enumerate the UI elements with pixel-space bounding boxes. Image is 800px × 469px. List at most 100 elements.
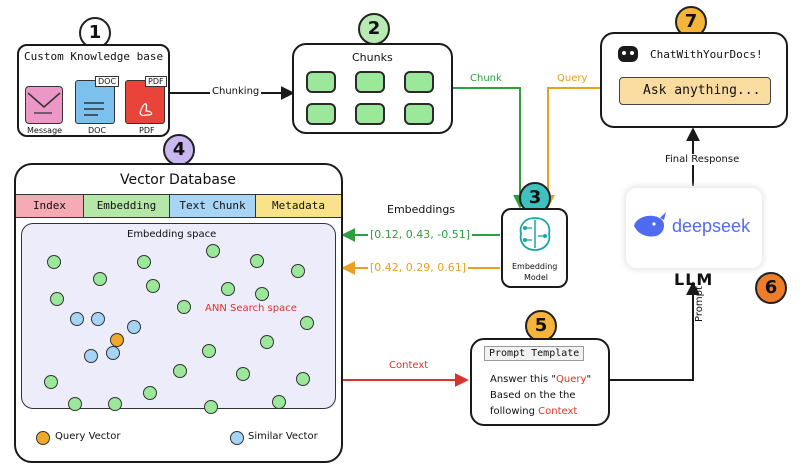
prompt-context-word: Context	[538, 406, 578, 417]
vector-dot	[137, 255, 151, 269]
embedding-space: Embedding space	[21, 223, 336, 409]
doc-icon	[75, 80, 115, 124]
prompt-template-line1: Answer this "Query"	[490, 374, 591, 385]
prompt-template-title: Prompt Template	[484, 346, 585, 361]
vector-dot	[47, 255, 61, 269]
prompt-template-panel: Prompt Template Answer this "Query" Base…	[470, 338, 610, 426]
vector-dot	[177, 300, 191, 314]
chunk-item	[306, 103, 336, 125]
doc-label: DOC	[88, 126, 107, 135]
vector-dot	[300, 316, 314, 330]
tab-text-chunk: Text Chunk	[170, 195, 256, 217]
step-4-badge: 4	[163, 134, 195, 166]
similar-vector-dot	[106, 346, 120, 360]
embedding-space-title: Embedding space	[127, 229, 217, 240]
legend-similar-label: Similar Vector	[248, 431, 318, 442]
embedding-model-label-line1: Embedding	[512, 262, 558, 271]
chunk-item	[355, 71, 385, 93]
vector-dot	[250, 254, 264, 268]
similar-vector-dot	[91, 312, 105, 326]
prompt-query-word: Query	[556, 374, 587, 385]
ann-search-label: ANN Search space	[205, 303, 297, 314]
prompt-line1-pre: Answer this "	[490, 374, 557, 385]
vector-dot	[296, 372, 310, 386]
message-label: Message	[27, 126, 63, 135]
vector-dot	[108, 397, 122, 411]
chat-panel: ChatWithYourDocs! Ask anything...	[600, 32, 788, 128]
pdf-badge: PDF	[145, 76, 167, 87]
chunk-item	[404, 103, 434, 125]
legend-query-label: Query Vector	[55, 431, 121, 442]
vector-dot	[260, 335, 274, 349]
vector-dot	[221, 282, 235, 296]
step-6-badge: 6	[755, 272, 787, 304]
llm-card: deepseek	[626, 188, 762, 268]
vector-dot	[93, 272, 107, 286]
db-tabs: Index Embedding Text Chunk Metadata	[16, 194, 341, 218]
knowledge-base-title: Custom Knowledge base	[24, 50, 164, 63]
vector-dot	[206, 244, 220, 258]
vector-dot	[146, 279, 160, 293]
brain-circuit-icon	[516, 216, 554, 252]
step-5-badge: 5	[525, 310, 557, 342]
prompt-line1-post: "	[586, 374, 592, 385]
doc-badge: DOC	[95, 76, 120, 87]
ask-input[interactable]: Ask anything...	[619, 77, 771, 105]
knowledge-base-panel: Custom Knowledge base Message DOC DOC PD…	[17, 44, 170, 137]
vector-dot	[50, 292, 64, 306]
chat-title: ChatWithYourDocs!	[650, 48, 763, 61]
vector-dot	[291, 264, 305, 278]
chunk-arrow	[452, 87, 527, 209]
pdf-icon	[125, 80, 165, 124]
vector-dot	[255, 287, 269, 301]
similar-vector-dot	[84, 349, 98, 363]
vector-database-panel: Vector Database Index Embedding Text Chu…	[14, 163, 343, 463]
orange-vector-label: [0.42, 0.29, 0.61]	[368, 261, 469, 274]
deepseek-logo-text: deepseek	[672, 216, 751, 236]
similar-vector-dot	[127, 320, 141, 334]
prompt-line3-pre: following	[490, 406, 539, 417]
chunk-item	[355, 103, 385, 125]
step-1-badge: 1	[79, 17, 111, 49]
prompt-template-line2: Based on the the	[490, 390, 576, 401]
embedding-model-box: Embedding Model	[501, 208, 568, 288]
context-label: Context	[389, 360, 429, 371]
robot-icon	[618, 46, 638, 62]
chunk-label: Chunk	[470, 73, 502, 84]
query-vector-dot	[110, 333, 124, 347]
embedding-model-label-line2: Model	[524, 273, 549, 282]
vector-dot	[236, 367, 250, 381]
embeddings-label: Embeddings	[387, 203, 456, 216]
final-response-label: Final Response	[663, 154, 742, 165]
vector-dot	[143, 386, 157, 400]
prompt-template-line3: following Context	[490, 406, 577, 417]
pdf-label: PDF	[139, 126, 155, 135]
vector-database-title: Vector Database	[120, 172, 236, 188]
message-icon	[25, 86, 63, 124]
deepseek-whale-icon	[632, 210, 668, 240]
vector-dot	[173, 364, 187, 378]
legend-query-dot	[36, 431, 50, 445]
step-2-badge: 2	[358, 13, 390, 45]
vector-dot	[204, 400, 218, 414]
query-label: Query	[557, 73, 588, 84]
chunks-title: Chunks	[352, 51, 393, 64]
query-arrow	[541, 87, 600, 209]
legend-similar-dot	[230, 431, 244, 445]
similar-vector-dot	[70, 312, 84, 326]
tab-embedding: Embedding	[84, 195, 170, 217]
vector-dot	[272, 395, 286, 409]
chunk-item	[306, 71, 336, 93]
tab-metadata: Metadata	[256, 195, 341, 217]
tab-index: Index	[16, 195, 84, 217]
prompt-label: Prompt	[694, 286, 705, 322]
prompt-arrow	[610, 281, 700, 381]
chunking-label: Chunking	[210, 86, 262, 97]
chunks-panel: Chunks	[292, 43, 453, 134]
llm-label: LLM	[674, 270, 714, 289]
ask-input-placeholder: Ask anything...	[643, 83, 761, 98]
green-vector-label: [0.12, 0.43, -0.51]	[368, 228, 473, 241]
chunk-item	[404, 71, 434, 93]
vector-dot	[202, 344, 216, 358]
vector-dot	[68, 397, 82, 411]
